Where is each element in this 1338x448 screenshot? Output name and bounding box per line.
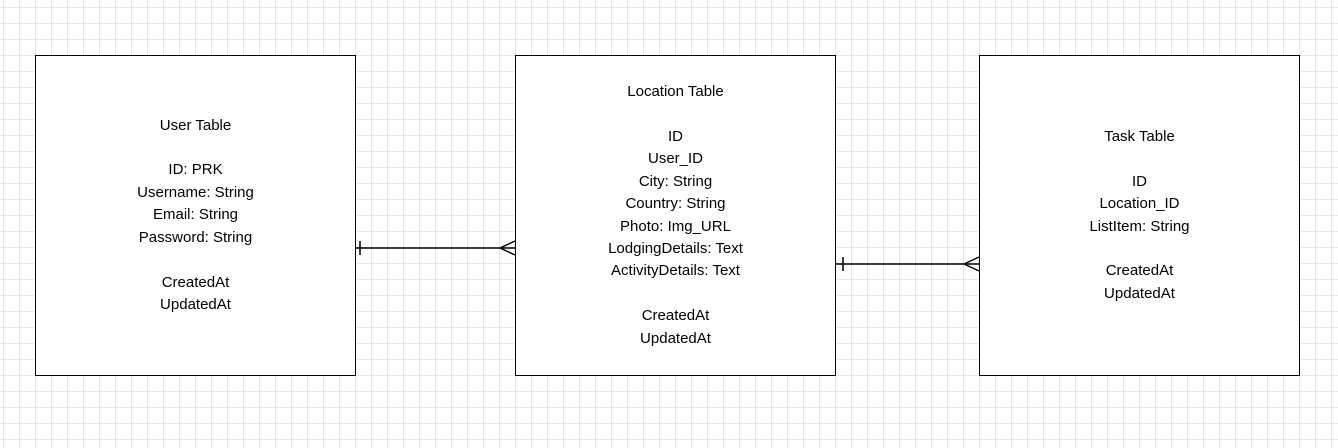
entity-field: Email: String: [152, 206, 239, 224]
entity-timestamp: UpdatedAt: [160, 295, 231, 313]
entity-field: User_ID: [647, 150, 703, 168]
entity-field: Password: String: [138, 228, 253, 246]
entity-title: Task Table: [1104, 127, 1175, 145]
many-marker-location-lower: [499, 247, 516, 256]
entity-field: ActivityDetails: Text: [611, 262, 740, 280]
many-marker-task-lower: [963, 263, 980, 272]
entity-field: LodgingDetails: Text: [608, 239, 743, 257]
entity-field: Photo: Img_URL: [620, 217, 731, 235]
entity-title: User Table: [159, 116, 232, 134]
entity-timestamp: CreatedAt: [161, 273, 230, 291]
entity-field: Location_ID: [1099, 195, 1180, 213]
field-spacer: [1089, 238, 1189, 260]
entity-field: Country: String: [625, 195, 726, 213]
entity-field: ID: [668, 127, 683, 145]
user-table-entity[interactable]: User Table ID: PRK Username: String Emai…: [35, 55, 356, 376]
entity-title: Location Table: [627, 83, 724, 101]
entity-field: ID: PRK: [168, 161, 223, 179]
entity-timestamp: CreatedAt: [1105, 262, 1174, 280]
field-spacer: [608, 283, 743, 305]
field-spacer: [137, 249, 254, 271]
relationship-user-location[interactable]: [356, 240, 516, 256]
entity-field: Username: String: [137, 183, 254, 201]
many-marker-location-upper: [499, 240, 516, 249]
task-table-entity[interactable]: Task Table ID Location_ID ListItem: Stri…: [979, 55, 1300, 376]
relationship-location-task[interactable]: [836, 256, 980, 272]
entity-timestamp: UpdatedAt: [640, 329, 711, 347]
entity-field: ListItem: String: [1089, 217, 1190, 235]
entity-timestamp: UpdatedAt: [1104, 284, 1175, 302]
location-table-entity[interactable]: Location Table ID User_ID City: String C…: [515, 55, 836, 376]
entity-field: ID: [1131, 172, 1147, 190]
entity-field: City: String: [638, 172, 713, 190]
entity-timestamp: CreatedAt: [641, 307, 710, 325]
many-marker-task-upper: [963, 256, 980, 265]
